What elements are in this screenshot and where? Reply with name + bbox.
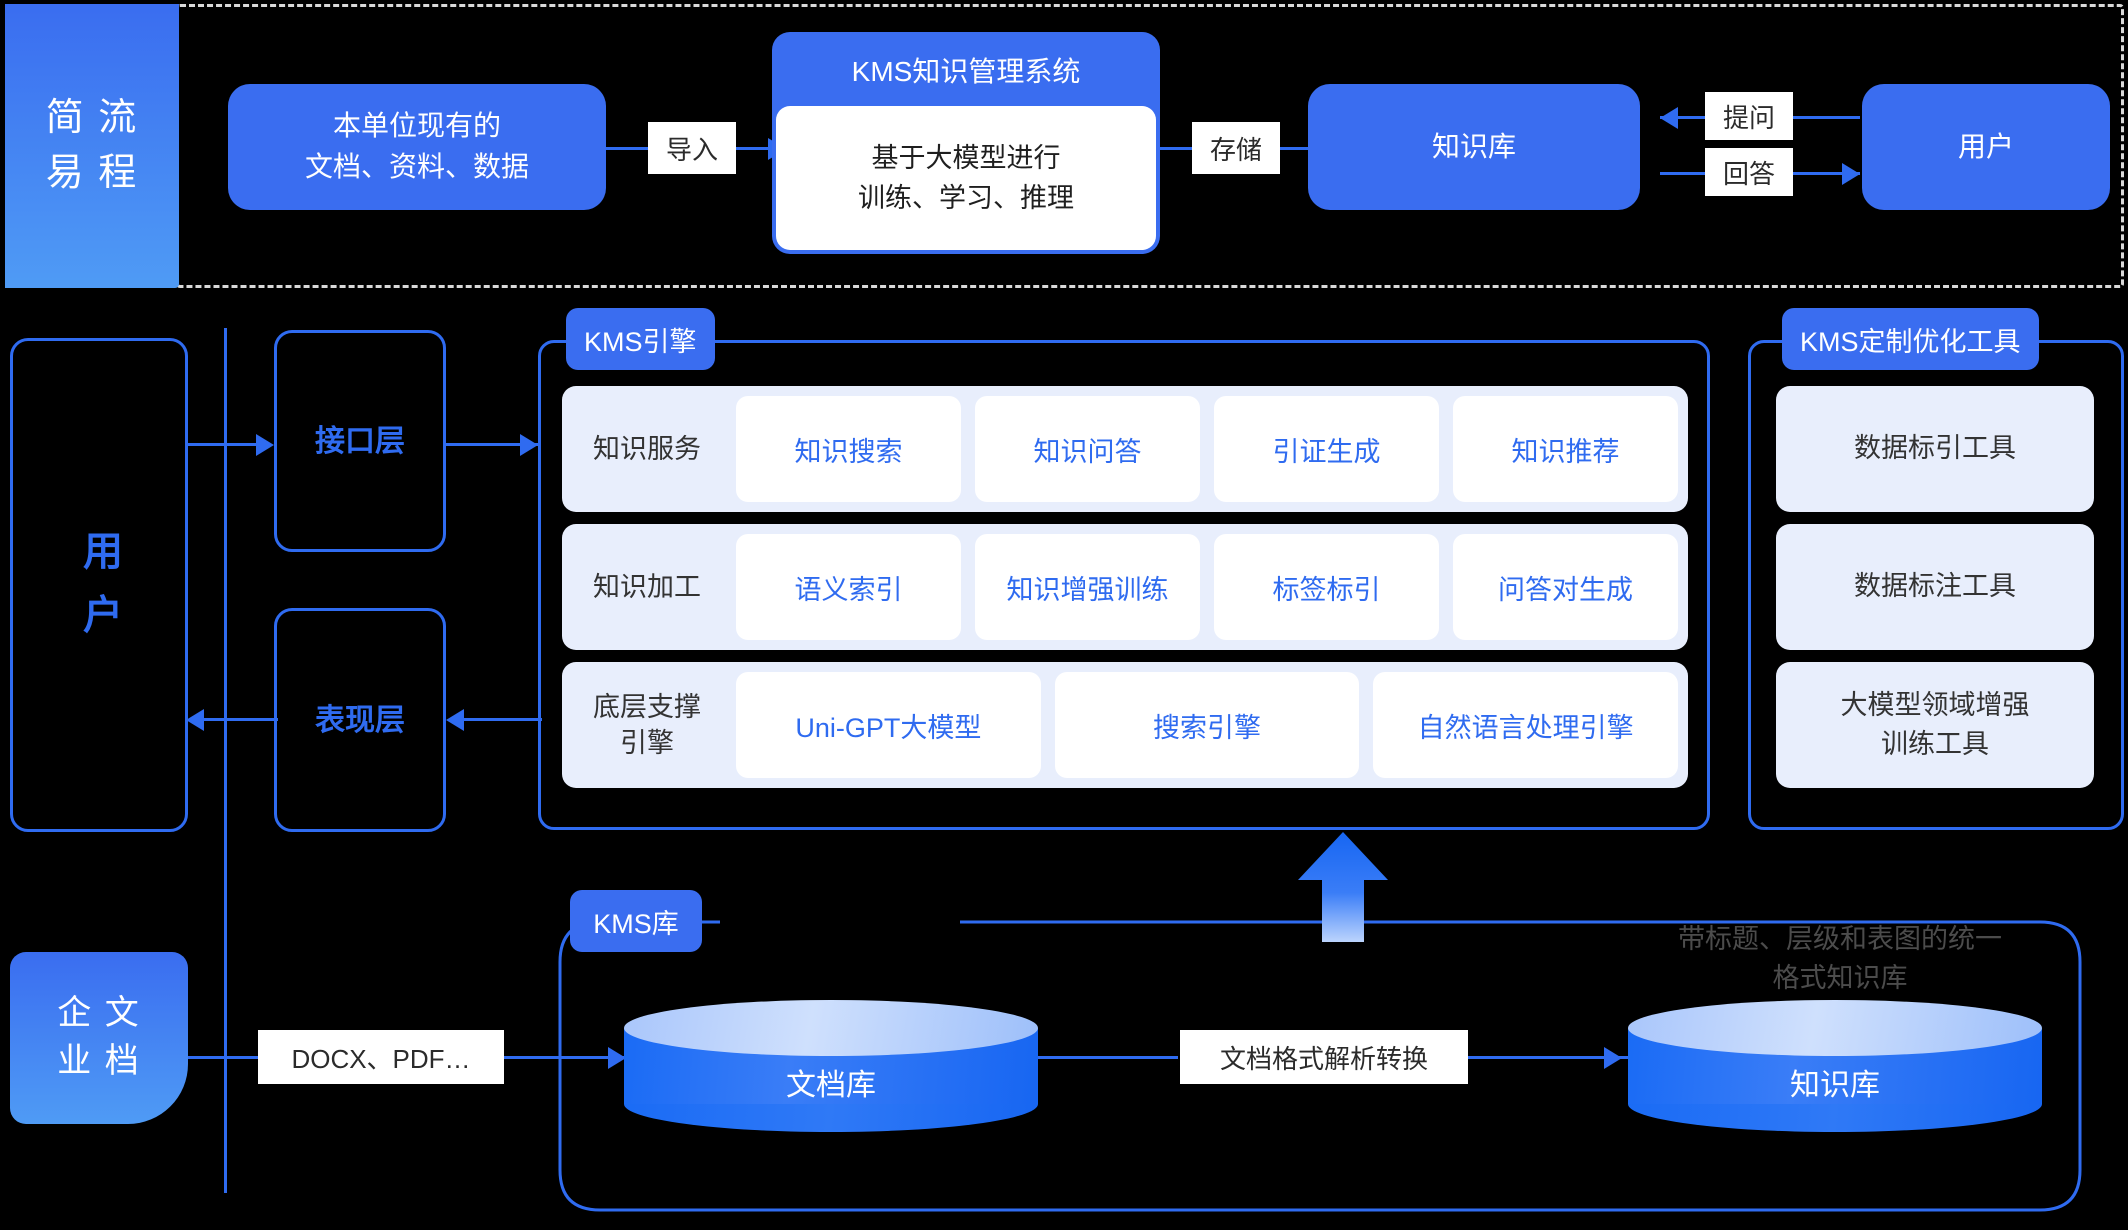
user-column-box: 用 户 [10,338,188,832]
end-user-box: 用户 [1862,84,2110,210]
arrow-answer [1842,163,1860,185]
engine-chip-citation-generation[interactable]: 引证生成 [1214,396,1439,502]
kms-system-title: KMS知识管理系统 [851,56,1081,87]
engine-row-label: 知识加工 [593,571,701,602]
arrow-ask [1660,107,1678,129]
connector-source-to-import [606,147,664,150]
flow-section-side-tab: 简 流 易 程 [5,4,179,288]
arrow-presentation-to-user [186,709,204,731]
connector-interface-to-engine [446,443,538,446]
enterprise-documents-box: 企 文 业 档 [10,952,188,1124]
document-store-cylinder: 文档库 [624,1000,1038,1132]
store-label: 存储 [1192,122,1280,174]
engine-row-knowledge-processing: 知识加工 语义索引 知识增强训练 标签标引 问答对生成 [562,524,1688,650]
unified-format-note: 带标题、层级和表图的统一 格式知识库 [1678,924,2002,994]
import-label: 导入 [648,122,736,174]
engine-chip-nlp-engine[interactable]: 自然语言处理引擎 [1373,672,1679,778]
knowledge-base-box: 知识库 [1308,84,1640,210]
kms-library-tag: KMS库 [570,890,702,952]
vertical-bus-line [224,328,227,1193]
kms-library-to-engine-arrow [1298,832,1388,942]
tool-card-domain-augmented-training[interactable]: 大模型领域增强 训练工具 [1776,662,2094,788]
engine-chip-tag-indexing[interactable]: 标签标引 [1214,534,1439,640]
engine-row-label: 知识服务 [593,433,701,464]
kms-system-body: 基于大模型进行 训练、学习、推理 [776,106,1156,250]
connector-import-to-kms [736,147,776,150]
engine-chip-uni-gpt-model[interactable]: Uni-GPT大模型 [736,672,1041,778]
engine-chip-qa-pair-generation[interactable]: 问答对生成 [1453,534,1678,640]
arrow-user-to-interface [256,434,274,456]
answer-label: 回答 [1705,148,1793,196]
document-store-label: 文档库 [786,1068,876,1102]
interface-layer-box: 接口层 [274,330,446,552]
kms-engine-tag: KMS引擎 [566,308,715,370]
format-label: DOCX、PDF… [258,1030,504,1084]
connector-docstore-to-convert [1038,1056,1178,1059]
engine-row-label: 底层支撑 引擎 [593,691,701,758]
connector-convert-to-kbstore [1468,1056,1628,1059]
arrow-convert-to-kbstore [1604,1047,1622,1069]
tool-card-data-indexing[interactable]: 数据标引工具 [1776,386,2094,512]
connector-kms-to-store [1160,147,1206,150]
connector-user-to-interface [186,443,270,446]
cylinder-top [1628,1000,2042,1056]
source-documents-box: 本单位现有的 文档、资料、数据 [228,84,606,210]
connector-engine-to-presentation [450,718,542,721]
arrow-interface-to-engine [520,434,538,456]
connector-enterprise-to-format [188,1056,264,1059]
cylinder-top [624,1000,1038,1056]
engine-chip-knowledge-augmented-training[interactable]: 知识增强训练 [975,534,1200,640]
arrow-engine-to-presentation [446,709,464,731]
engine-chip-knowledge-search[interactable]: 知识搜索 [736,396,961,502]
convert-label: 文档格式解析转换 [1180,1030,1468,1084]
ask-label: 提问 [1705,92,1793,140]
presentation-layer-box: 表现层 [274,608,446,832]
engine-row-base-support: 底层支撑 引擎 Uni-GPT大模型 搜索引擎 自然语言处理引擎 [562,662,1688,788]
engine-chip-knowledge-qa[interactable]: 知识问答 [975,396,1200,502]
knowledge-store-label: 知识库 [1790,1068,1880,1102]
kms-engine-panel [538,340,1710,830]
arrow-format-to-docstore [608,1047,626,1069]
knowledge-store-cylinder: 知识库 [1628,1000,2042,1132]
engine-chip-search-engine[interactable]: 搜索引擎 [1054,672,1360,778]
connector-format-to-docstore [504,1056,632,1059]
engine-chip-knowledge-recommendation[interactable]: 知识推荐 [1453,396,1678,502]
kms-system-card: KMS知识管理系统 基于大模型进行 训练、学习、推理 [772,32,1160,254]
connector-store-to-kb [1280,147,1320,150]
tool-card-data-annotation[interactable]: 数据标注工具 [1776,524,2094,650]
kms-tools-tag: KMS定制优化工具 [1782,308,2039,370]
connector-presentation-to-user [190,718,278,721]
engine-chip-semantic-index[interactable]: 语义索引 [736,534,961,640]
engine-row-knowledge-service: 知识服务 知识搜索 知识问答 引证生成 知识推荐 [562,386,1688,512]
